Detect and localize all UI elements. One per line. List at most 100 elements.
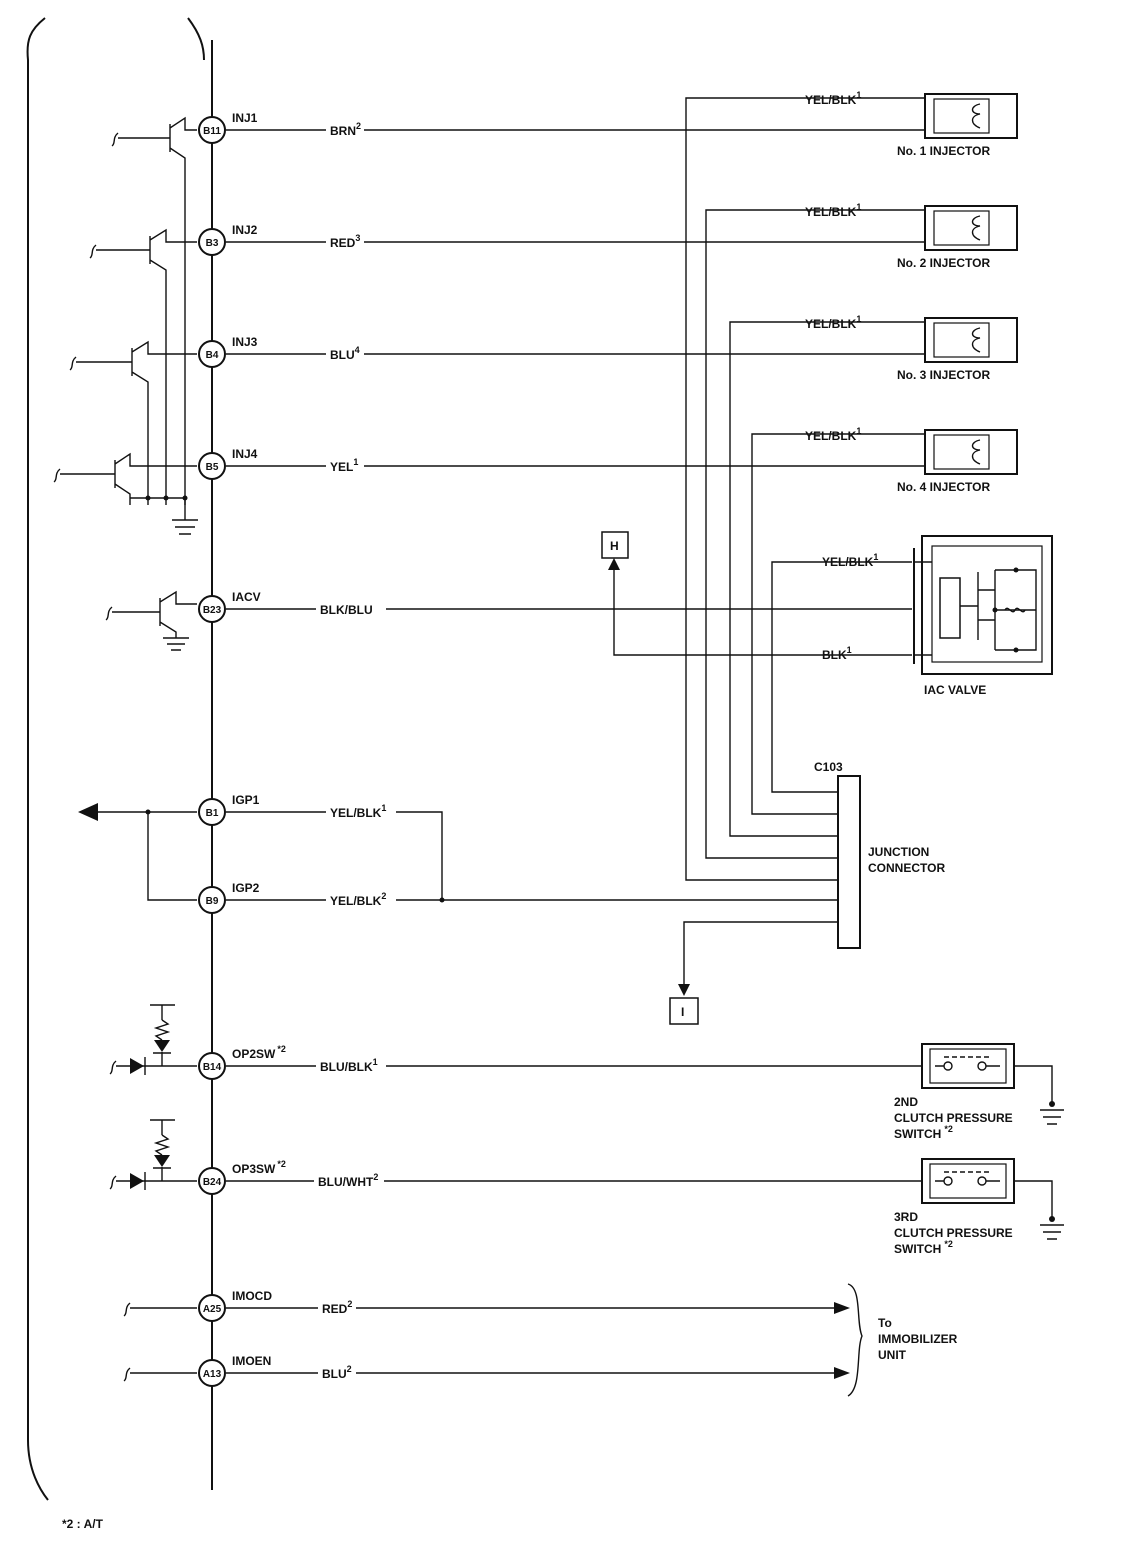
pin-signal: INJ3: [232, 335, 258, 349]
pin-signal: IMOCD: [232, 1289, 272, 1303]
switch2-line1: 2ND: [894, 1095, 918, 1109]
pin-id: B5: [206, 462, 219, 473]
pin-signal: OP3SW*2: [232, 1159, 286, 1176]
injector-symbols: [924, 93, 1018, 475]
iac-wire-top: YEL/BLK1: [822, 552, 878, 569]
op2sw-input-circuit: [109, 1004, 197, 1075]
ecm-body-outline: [26, 17, 205, 1501]
pin-wire-color: BLU/WHT2: [318, 1172, 378, 1189]
iac-valve-symbol: [913, 535, 1053, 675]
pin-wire-color: BRN2: [330, 121, 361, 138]
pin-id: B1: [206, 808, 219, 819]
pin-id: B11: [203, 126, 221, 137]
immobilizer-line2: IMMOBILIZER: [878, 1332, 958, 1346]
immobilizer-line3: UNIT: [878, 1348, 907, 1362]
pin-id: B4: [206, 350, 219, 361]
pin-circle: [198, 452, 226, 480]
injector-3-wire: YEL/BLK1: [805, 314, 861, 331]
wire-label-mask: [316, 1058, 386, 1074]
pin-signal: IACV: [232, 590, 261, 604]
pin-id: B14: [203, 1062, 222, 1073]
pin-wire-color: RED2: [322, 1299, 352, 1316]
pin-signal: INJ1: [232, 111, 258, 125]
pin-signal: INJ2: [232, 223, 258, 237]
pin-circle: [198, 1294, 226, 1322]
pin-circle: [198, 1359, 226, 1387]
pin-signal: INJ4: [232, 447, 258, 461]
op3sw-input-circuit: [109, 1119, 197, 1190]
ref-box-h: [601, 531, 629, 559]
switch3-line3: SWITCH*2: [894, 1239, 953, 1256]
wire-label-mask: [314, 1173, 384, 1189]
pin-id: A25: [203, 1304, 222, 1315]
igp-feed: [78, 803, 197, 901]
pin-id: B24: [203, 1177, 222, 1188]
injector-2-wire: YEL/BLK1: [805, 202, 861, 219]
footnote: *2 : A/T: [62, 1517, 104, 1531]
injector-1-wire: YEL/BLK1: [805, 90, 861, 107]
injector-drivers: [53, 116, 198, 535]
iac-wire-bottom: BLK1: [822, 645, 852, 662]
pin-id: B23: [203, 605, 222, 616]
pin-circle: [198, 116, 226, 144]
clutch-switch-2nd: [921, 1043, 1064, 1125]
pin-signal: OP2SW*2: [232, 1044, 286, 1061]
injector-4-label: No. 4 INJECTOR: [897, 480, 990, 494]
clutch-switch-3rd: [921, 1158, 1064, 1240]
immo-stubs: [123, 1302, 197, 1382]
supply-harness: [608, 97, 925, 996]
immobilizer-line1: To: [878, 1316, 892, 1330]
switch3-line2: CLUTCH PRESSURE: [894, 1226, 1013, 1240]
pin-signal: IMOEN: [232, 1354, 271, 1368]
ref-box-i: [669, 997, 699, 1025]
pin-circle: [198, 595, 226, 623]
wire-label-mask: [326, 458, 364, 474]
pin-signal: IGP2: [232, 881, 260, 895]
wire-label-mask: [326, 346, 364, 362]
iacv-driver: [105, 590, 197, 651]
component-labels: No. 1 INJECTOR No. 2 INJECTOR No. 3 INJE…: [62, 90, 1013, 1531]
injector-4-wire: YEL/BLK1: [805, 426, 861, 443]
wire-label-mask: [326, 234, 364, 250]
switch3-line1: 3RD: [894, 1210, 918, 1224]
junction-label-2: CONNECTOR: [868, 861, 945, 875]
junction-connector: [837, 775, 861, 949]
iac-valve-label: IAC VALVE: [924, 683, 986, 697]
pin-a25: A25 IMOCD RED2: [198, 1289, 356, 1322]
pin-wire-color: YEL/BLK1: [330, 803, 386, 820]
pin-circle: [198, 1052, 226, 1080]
ref-h-label: H: [610, 539, 619, 553]
pin-b23: B23 IACV BLK/BLU: [198, 590, 386, 623]
junction-id: C103: [814, 760, 843, 774]
pin-id: B9: [206, 896, 219, 907]
injector-2-label: No. 2 INJECTOR: [897, 256, 990, 270]
pin-wire-color: BLK/BLU: [320, 603, 373, 617]
pin-wire-color: BLU/BLK1: [320, 1057, 378, 1074]
pin-circle: [198, 798, 226, 826]
switch2-line2: CLUTCH PRESSURE: [894, 1111, 1013, 1125]
pin-wire-color: RED3: [330, 233, 360, 250]
wire-label-mask: [318, 1365, 356, 1381]
wire-label-mask: [326, 122, 364, 138]
injector-1-label: No. 1 INJECTOR: [897, 144, 990, 158]
junction-label-1: JUNCTION: [868, 845, 929, 859]
switch2-line3: SWITCH*2: [894, 1124, 953, 1141]
pin-wire-color: YEL1: [330, 457, 358, 474]
wire-label-mask: [318, 1300, 356, 1316]
pin-id: B3: [206, 238, 219, 249]
pin-wire-color: BLU2: [322, 1364, 352, 1381]
pin-wire-color: BLU4: [330, 345, 360, 362]
wire-label-mask: [316, 601, 386, 617]
ref-i-label: I: [681, 1005, 684, 1019]
pin-circle: [198, 340, 226, 368]
